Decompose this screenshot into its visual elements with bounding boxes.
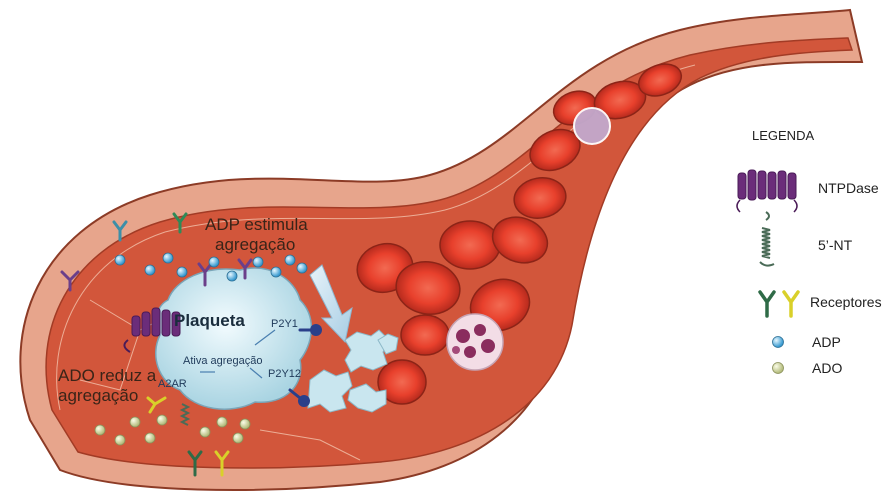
ado-molecule: [157, 415, 167, 425]
legend-adp-icon: [773, 337, 784, 348]
label-ativa-agregacao: Ativa agregação: [183, 355, 263, 367]
adp-molecule: [253, 257, 263, 267]
adp-molecule: [271, 267, 281, 277]
legend-ado-icon: [773, 363, 784, 374]
label-plaqueta: Plaqueta: [174, 311, 245, 331]
ado-molecule: [145, 433, 155, 443]
legend-receptor-icons: [760, 292, 798, 316]
ado-molecule: [240, 419, 250, 429]
ado-molecule: [130, 417, 140, 427]
adp-molecule: [227, 271, 237, 281]
adp-molecule: [209, 257, 219, 267]
ado-molecule: [233, 433, 243, 443]
legend-ado-label: ADO: [812, 360, 842, 376]
label-a2ar: A2AR: [158, 378, 187, 390]
ado-molecule: [95, 425, 105, 435]
label-ado-reduz: ADO reduz a agregação: [58, 366, 156, 406]
lilac-cell: [574, 108, 610, 144]
adp-molecule: [177, 267, 187, 277]
legend-ntpdase-icon: [737, 170, 797, 212]
adp-molecule: [285, 255, 295, 265]
label-p2y12: P2Y12: [268, 368, 301, 380]
legend-ntpdase-label: NTPDase: [818, 180, 879, 196]
ado-molecule: [200, 427, 210, 437]
ado-molecule: [217, 417, 227, 427]
label-adp-estimula: ADP estimula agregação: [205, 215, 308, 255]
adp-molecule: [297, 263, 307, 273]
label-p2y1: P2Y1: [271, 318, 298, 330]
ado-molecule: [115, 435, 125, 445]
legend-title: LEGENDA: [752, 128, 814, 143]
rbc: [440, 221, 500, 269]
rbc: [401, 315, 449, 355]
adp-molecule: [163, 253, 173, 263]
legend-5nt-icon: [760, 212, 774, 266]
legend-adp-label: ADP: [812, 334, 841, 350]
adp-molecule: [145, 265, 155, 275]
white-blood-cell: [447, 314, 503, 370]
legend-5nt-label: 5’-NT: [818, 237, 852, 253]
legend-graphics: [737, 170, 798, 374]
legend-receptores-label: Receptores: [810, 294, 882, 310]
adp-molecule: [115, 255, 125, 265]
